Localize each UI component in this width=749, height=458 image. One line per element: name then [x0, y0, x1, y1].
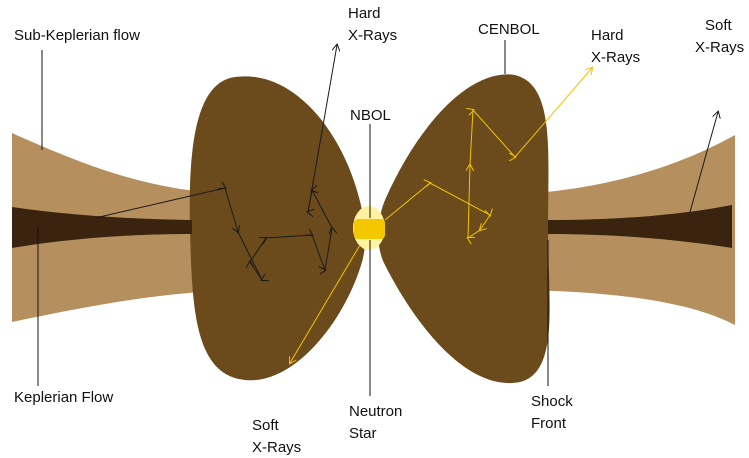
cenbol-left-lobe: [190, 76, 365, 380]
hard-xrays-left-label-line1: Hard: [348, 5, 381, 22]
soft-xrays-bottom-label-line2: X-Rays: [252, 439, 301, 456]
neutron-star-label-line1: Neutron: [349, 403, 402, 420]
cenbol-right-lobe: [378, 74, 549, 383]
soft-xrays-bottom-label-line1: Soft: [252, 417, 280, 434]
hard-xrays-right-label-line2: X-Rays: [591, 49, 640, 66]
keplerian-flow-label: Keplerian Flow: [14, 389, 113, 406]
hard-xrays-right-label-line1: Hard: [591, 27, 624, 44]
cenbol-label: CENBOL: [478, 21, 540, 38]
neutron-star: [354, 219, 385, 239]
hard-xrays-left-label-line2: X-Rays: [348, 27, 397, 44]
soft-xrays-right-label-line2: X-Rays: [695, 39, 744, 56]
shock-front-label-line2: Front: [531, 415, 567, 432]
nbol-label: NBOL: [350, 107, 391, 124]
soft-xrays-right-label-line1: Soft: [705, 17, 733, 34]
shock-front-label-line1: Shock: [531, 393, 573, 410]
sub-keplerian-flow-label: Sub-Keplerian flow: [14, 27, 140, 44]
neutron-star-label-line2: Star: [349, 425, 377, 442]
